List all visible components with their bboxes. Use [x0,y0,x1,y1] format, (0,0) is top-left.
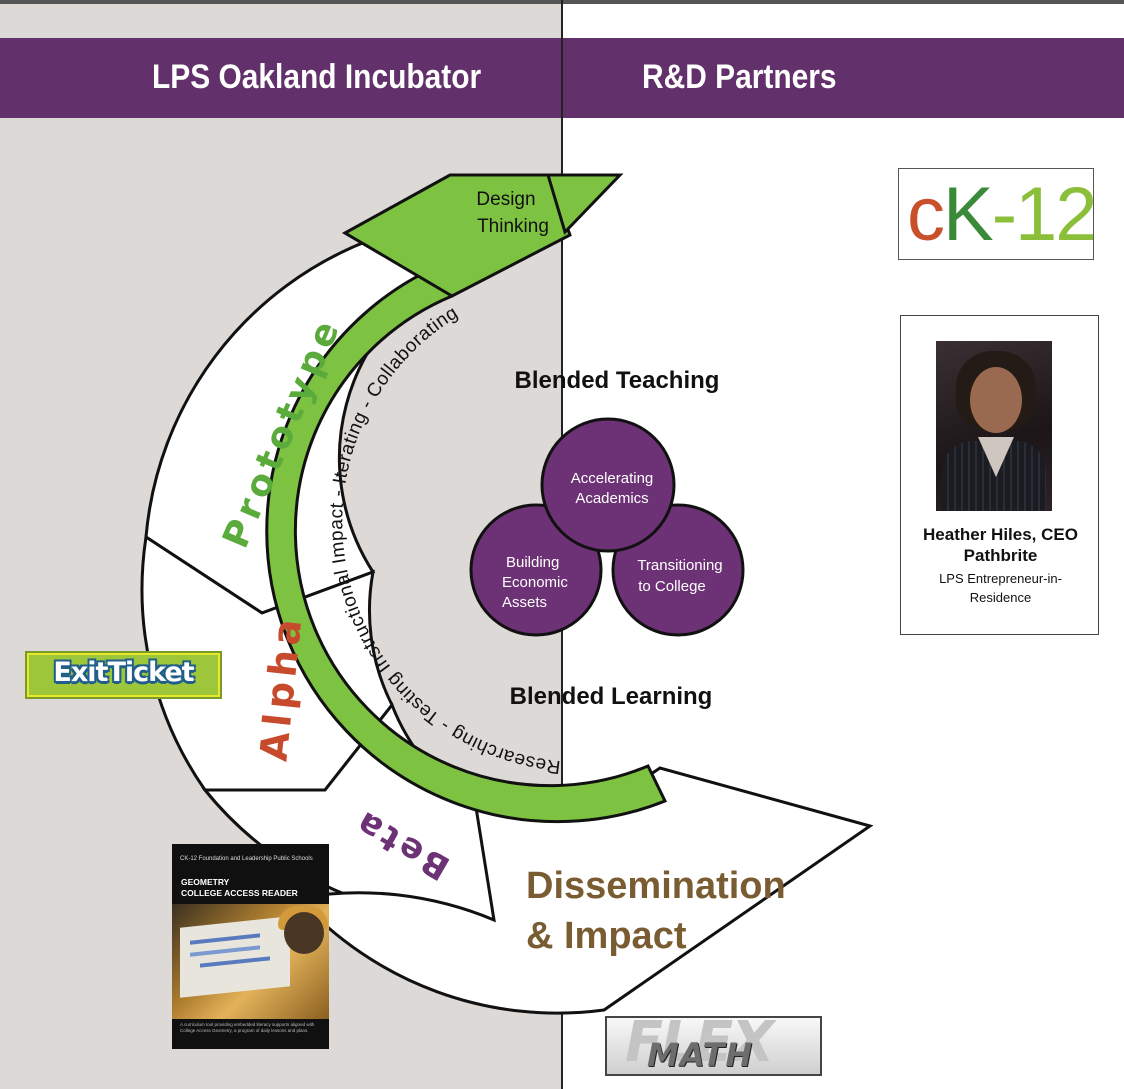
partner-role-line1: LPS Entrepreneur-in- [939,571,1062,586]
partner-role-line2: Residence [969,590,1032,605]
circle-2-line1: Building [506,554,559,571]
circle-3-line1: Transitioning [637,557,722,574]
partner-name-line2: Pathbrite [963,546,1038,565]
ck12-c: c [907,172,945,257]
ck12-k: K [943,172,994,257]
partner-photo [936,341,1052,511]
partner-name: Heather Hiles, CEO Pathbrite [901,524,1100,566]
partners-title: R&D Partners [642,58,837,96]
design-thinking-tip [450,173,624,235]
circle-1-line2: Academics [575,490,648,507]
flexmath-logo: FLEX MATH [605,1016,822,1076]
geometry-reader-cover: CK-12 Foundation and Leadership Public S… [172,844,329,1049]
circle-3-line2: to College [638,578,706,595]
book-blurb: A curriculum tool providing embedded lit… [180,1022,315,1033]
book-title-line2: COLLEGE ACCESS READER [181,888,298,898]
circle-1-line1: Accelerating [571,470,654,487]
design-thinking-label-2: Thinking [477,216,549,237]
design-thinking-label-1: Design [476,189,535,210]
ck12-logo: cK-12 [898,168,1094,260]
exitticket-logo: ExitTicket [25,651,222,699]
book-photo [172,904,329,1019]
incubator-title: LPS Oakland Incubator [152,58,482,96]
book-title: GEOMETRY COLLEGE ACCESS READER [181,877,298,899]
partner-name-line1: Heather Hiles, CEO [923,525,1078,544]
circle-2-line3: Assets [502,594,547,611]
book-publisher: CK-12 Foundation and Leadership Public S… [180,856,313,862]
exitticket-text: ExitTicket [53,657,194,688]
partner-person-card: Heather Hiles, CEO Pathbrite LPS Entrepr… [900,315,1099,635]
ck12-number: -12 [991,172,1094,257]
flexmath-math-text: MATH [647,1036,754,1074]
circle-2-line2: Economic [502,574,568,591]
blended-teaching-label: Blended Teaching [515,367,720,394]
dissemination-label-1: Dissemination [526,865,786,907]
dissemination-label-2: & Impact [526,915,687,957]
circle-accelerating-academics [540,417,676,553]
book-title-line1: GEOMETRY [181,877,230,887]
partner-role: LPS Entrepreneur-in- Residence [901,569,1100,607]
flexmath-flex-text: FLEX [625,1016,774,1075]
blended-learning-label: Blended Learning [510,683,713,710]
